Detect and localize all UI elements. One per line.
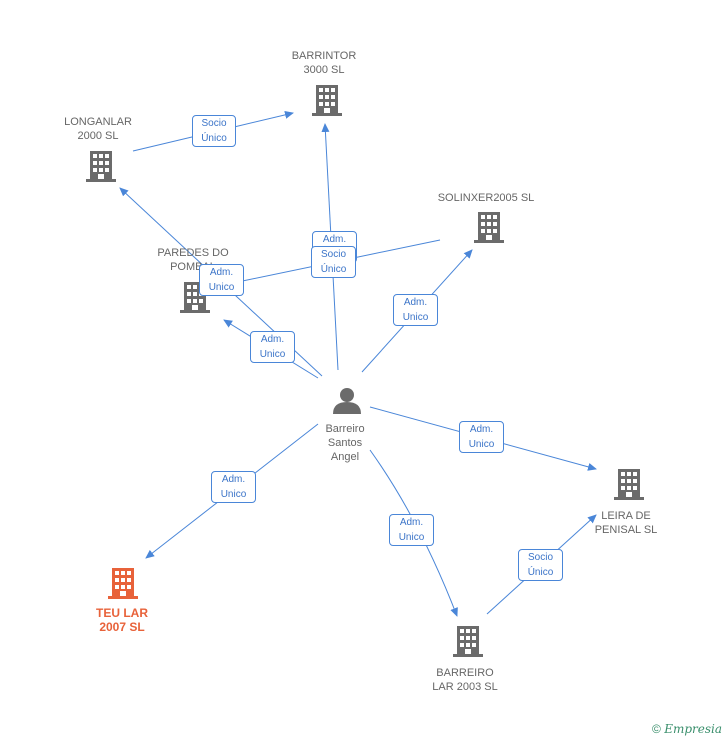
- copyright-notice: © Empresia: [652, 722, 722, 736]
- edge-label-person-solinxer: Adm. Unico: [393, 294, 438, 326]
- node-label-person[interactable]: Barreiro Santos Angel: [325, 423, 365, 463]
- edge-label-person-barreiro-lar: Adm. Unico: [389, 514, 434, 546]
- node-label-longanlar[interactable]: LONGANLAR 2000 SL: [64, 116, 132, 142]
- building-icon-barrintor[interactable]: [312, 85, 342, 116]
- node-label-solinxer[interactable]: SOLINXER2005 SL: [437, 192, 535, 204]
- building-icon-longanlar[interactable]: [86, 151, 116, 182]
- edge-label-barreiro-lar-leira: Socio Único: [518, 549, 563, 581]
- node-label-leira[interactable]: LEIRA DE PENISAL SL: [594, 510, 658, 536]
- node-label-teular[interactable]: TEU LAR 2007 SL: [96, 606, 148, 634]
- edge-label-person-paredes-1: Adm. Unico: [199, 264, 244, 296]
- copyright-symbol: ©: [652, 722, 661, 736]
- edge-label-person-paredes-2: Adm. Unico: [250, 331, 295, 363]
- person-icon[interactable]: [333, 388, 361, 414]
- building-icon-solinxer[interactable]: [474, 212, 504, 243]
- edge-label-person-leira: Adm. Unico: [459, 421, 504, 453]
- node-label-barrintor[interactable]: BARRINTOR 3000 SL: [291, 50, 357, 76]
- edge-label-person-teular: Adm. Unico: [211, 471, 256, 503]
- node-label-barreiro-lar[interactable]: BARREIRO LAR 2003 SL: [432, 667, 498, 693]
- edge-label-solinxer-paredes: Socio Único: [311, 246, 356, 278]
- building-icon-leira[interactable]: [614, 469, 644, 500]
- edge-label-longanlar-barrintor: Socio Único: [192, 115, 236, 147]
- brand-logo[interactable]: Empresia: [664, 722, 722, 736]
- building-icon-barreiro-lar[interactable]: [453, 626, 483, 657]
- building-icon-teular[interactable]: [108, 568, 138, 599]
